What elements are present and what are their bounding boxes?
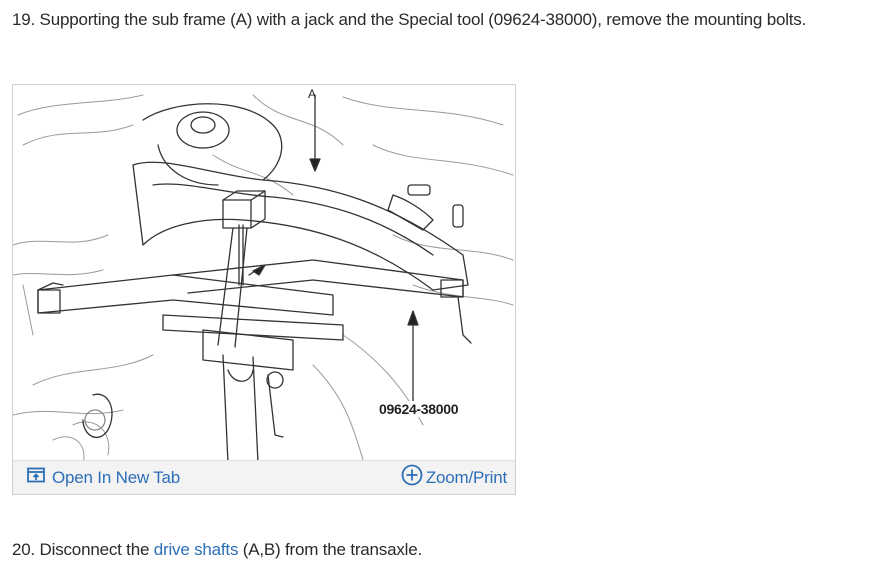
zoom-print-button[interactable]: Zoom/Print [401,461,507,494]
open-new-tab-icon [27,467,45,488]
subframe-jack-illustration[interactable]: A 09624-38000 [13,85,515,463]
special-tool-part-number: 09624-38000 [379,401,459,417]
zoom-print-label: Zoom/Print [425,467,507,487]
open-in-new-tab-button[interactable]: Open In New Tab [27,461,180,494]
callout-letter-a: A [308,87,317,101]
step-20-prefix: 20. Disconnect the [12,540,154,559]
figure-frame: A 09624-38000 Open In New Tab Zoo [12,84,516,495]
step-19-text: 19. Supporting the sub frame (A) with a … [12,10,807,29]
figure-toolbar: Open In New Tab Zoom/Print [13,460,515,494]
zoom-plus-icon [401,464,423,491]
open-in-new-tab-label: Open In New Tab [52,467,181,487]
step-20-suffix: (A,B) from the transaxle. [238,540,423,559]
step-20-text: 20. Disconnect the drive shafts (A,B) fr… [12,540,422,560]
drive-shafts-link[interactable]: drive shafts [153,540,239,559]
